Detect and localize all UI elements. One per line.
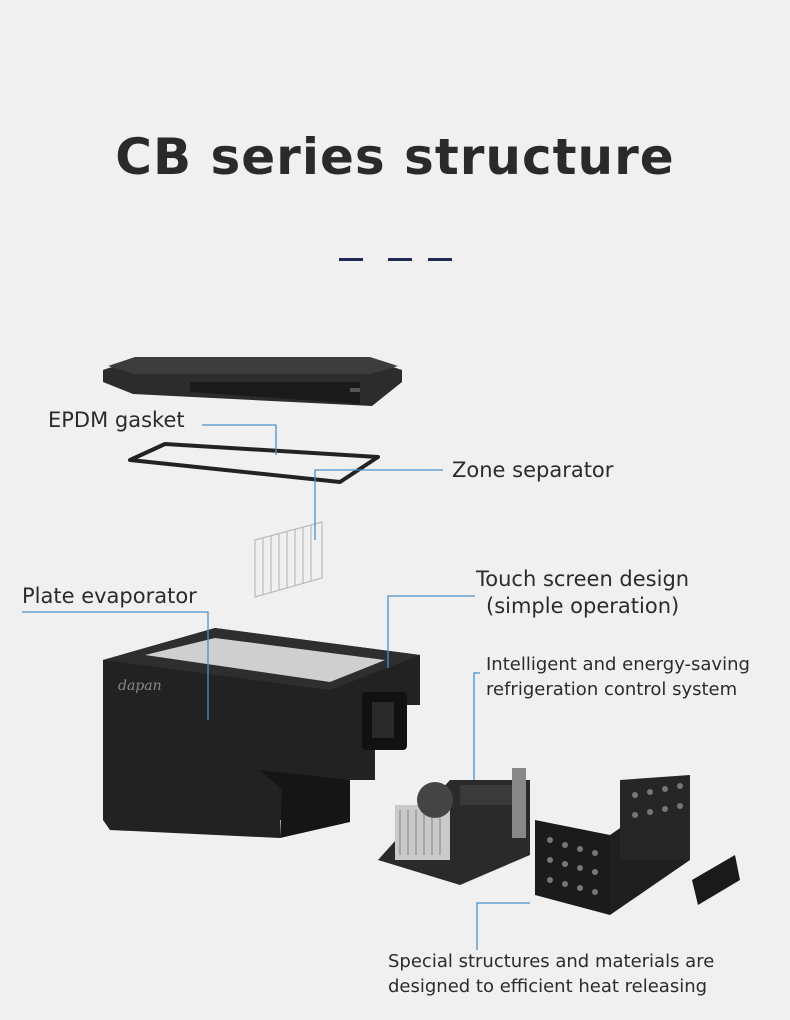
label-plate-evaporator: Plate evaporator	[22, 584, 197, 608]
label-special-line1: Special structures and materials are	[388, 951, 715, 972]
title-underline-dash	[428, 258, 452, 261]
lid	[103, 357, 402, 406]
page-title: CB series structure	[115, 128, 675, 186]
brand-logo: dapan	[118, 678, 162, 694]
gasket-ring	[128, 442, 380, 484]
vented-bracket	[535, 775, 690, 915]
title-underline-dash	[339, 258, 363, 261]
label-control-line1: Intelligent and energy-saving	[486, 654, 750, 675]
label-epdm-gasket: EPDM gasket	[48, 408, 185, 432]
label-control-line2: refrigeration control system	[486, 679, 738, 700]
title-underline-dash	[388, 258, 412, 261]
main-body: dapan	[103, 628, 420, 838]
control-board	[378, 768, 530, 885]
leader-lines	[22, 424, 530, 950]
label-special-line2: designed to efficient heat releasing	[388, 976, 708, 997]
label-zone-separator: Zone separator	[452, 458, 614, 482]
zone-separator-grid	[254, 521, 323, 598]
side-cover	[692, 855, 740, 905]
label-touch-screen-line2: (simple operation)	[486, 594, 680, 618]
label-touch-screen-line1: Touch screen design	[476, 567, 690, 591]
